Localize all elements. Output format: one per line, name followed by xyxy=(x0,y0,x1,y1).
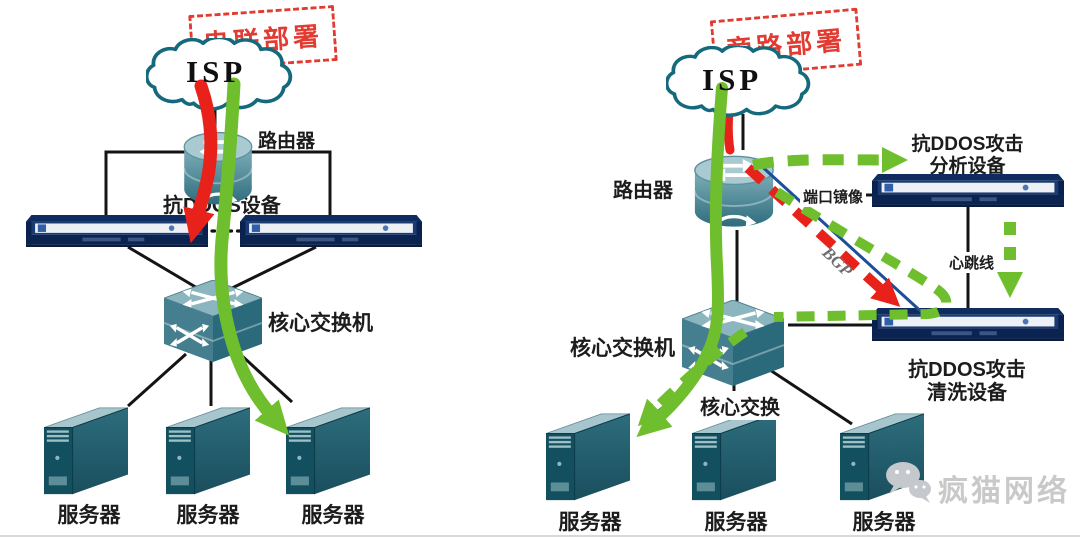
wechat-icon xyxy=(884,460,934,504)
isp-label: ISP xyxy=(702,62,763,97)
server-label: 服务器 xyxy=(176,504,240,527)
bgp-label: BGP xyxy=(818,242,857,281)
watermark-brand: 疯猫网络 xyxy=(938,475,1070,508)
cleaning-device-label-line1: 抗DDOS攻击 xyxy=(908,359,1026,381)
core-switch-label: 核心交换机 xyxy=(570,337,675,360)
router-label: 路由器 xyxy=(613,180,673,202)
cleaning-device-label-line2: 清洗设备 xyxy=(927,382,1007,404)
isp-label: ISP xyxy=(186,54,247,89)
port-mirror-label: 端口镜像 xyxy=(800,186,867,207)
heartbeat-label: 心跳线 xyxy=(946,252,998,273)
server-label: 服务器 xyxy=(852,511,916,534)
server-label: 服务器 xyxy=(57,504,121,527)
server-label: 服务器 xyxy=(301,504,365,527)
core-switch-label-2: 核心交换 xyxy=(697,391,783,420)
analysis-device-label-line1: 抗DDOS攻击 xyxy=(911,134,1024,155)
server-label: 服务器 xyxy=(704,511,768,534)
server-label: 服务器 xyxy=(558,511,622,534)
router-label: 路由器 xyxy=(258,131,316,152)
core-switch-label: 核心交换机 xyxy=(268,312,373,335)
analysis-device-label-line2: 分析设备 xyxy=(929,156,1006,177)
